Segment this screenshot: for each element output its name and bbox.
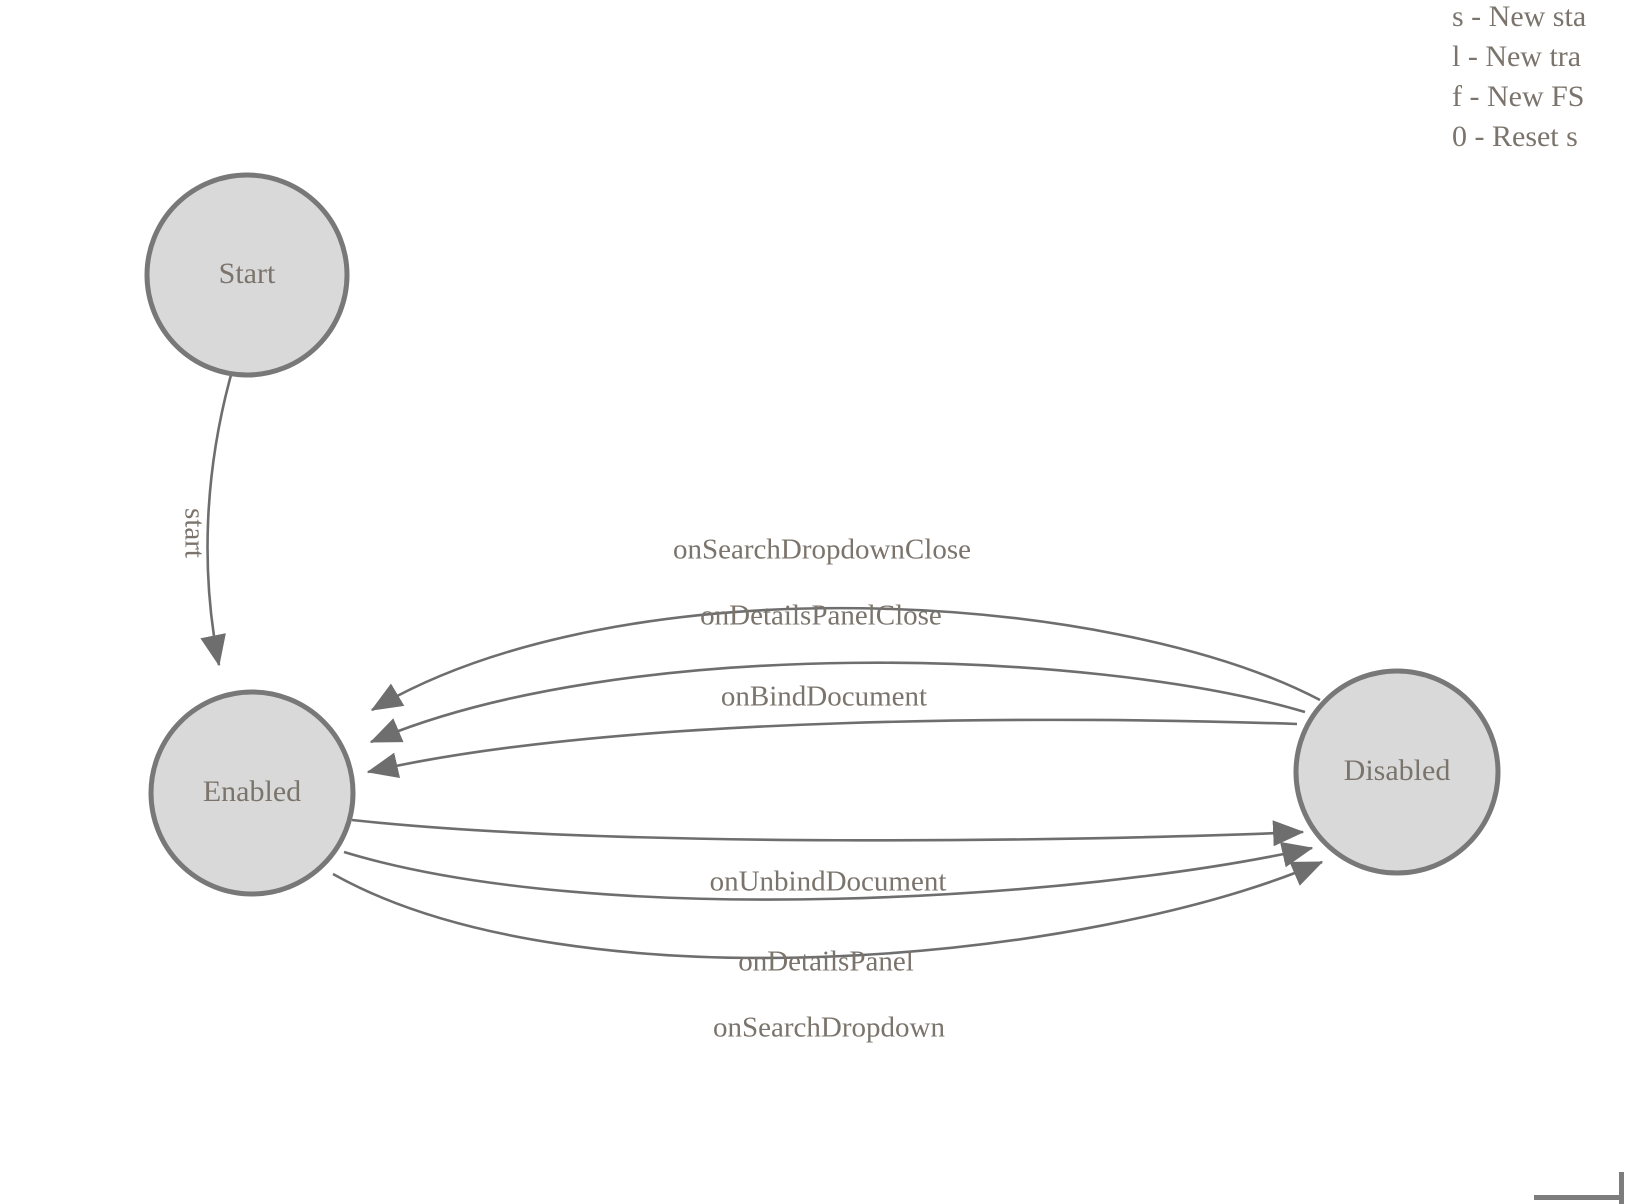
node-enabled[interactable]: Enabled (148, 689, 356, 897)
node-disabled[interactable]: Disabled (1293, 668, 1501, 876)
edge-label-onunbinddocument: onUnbindDocument (710, 866, 947, 898)
edge-label-ondetailspanel: onDetailsPanel (738, 946, 914, 978)
node-enabled-label: Enabled (203, 775, 301, 808)
edge-label-start: start (178, 508, 210, 558)
node-start[interactable]: Start (144, 172, 350, 378)
edge-onunbinddocument[interactable] (351, 818, 1305, 847)
edge-label-onsearchdropdownclose: onSearchDropdownClose (673, 534, 971, 566)
frame-corner-vertical-bar (1619, 1172, 1624, 1204)
node-disabled-label: Disabled (1344, 754, 1451, 787)
edge-label-onsearchdropdown: onSearchDropdown (713, 1012, 945, 1044)
edge-onsearchdropdownclose[interactable] (370, 606, 1321, 712)
node-start-label: Start (219, 257, 276, 290)
edge-label-ondetailspanelclose: onDetailsPanelClose (700, 600, 942, 632)
nodes-group: Start Enabled Disabled (144, 172, 1501, 897)
edge-start[interactable] (200, 374, 233, 667)
edges-group (200, 374, 1324, 960)
edge-label-onbinddocument: onBindDocument (721, 681, 927, 713)
frame-corner (1480, 1140, 1632, 1204)
edge-ondetailspanel[interactable] (343, 841, 1314, 901)
edge-ondetailspanelclose[interactable] (369, 661, 1306, 744)
frame-corner-horizontal-bar (1534, 1195, 1624, 1200)
edge-onsearchdropdown[interactable] (332, 860, 1324, 960)
edge-labels-group: start onSearchDropdownClose onDetailsPan… (178, 508, 971, 1044)
edge-onbinddocument[interactable] (366, 718, 1298, 778)
